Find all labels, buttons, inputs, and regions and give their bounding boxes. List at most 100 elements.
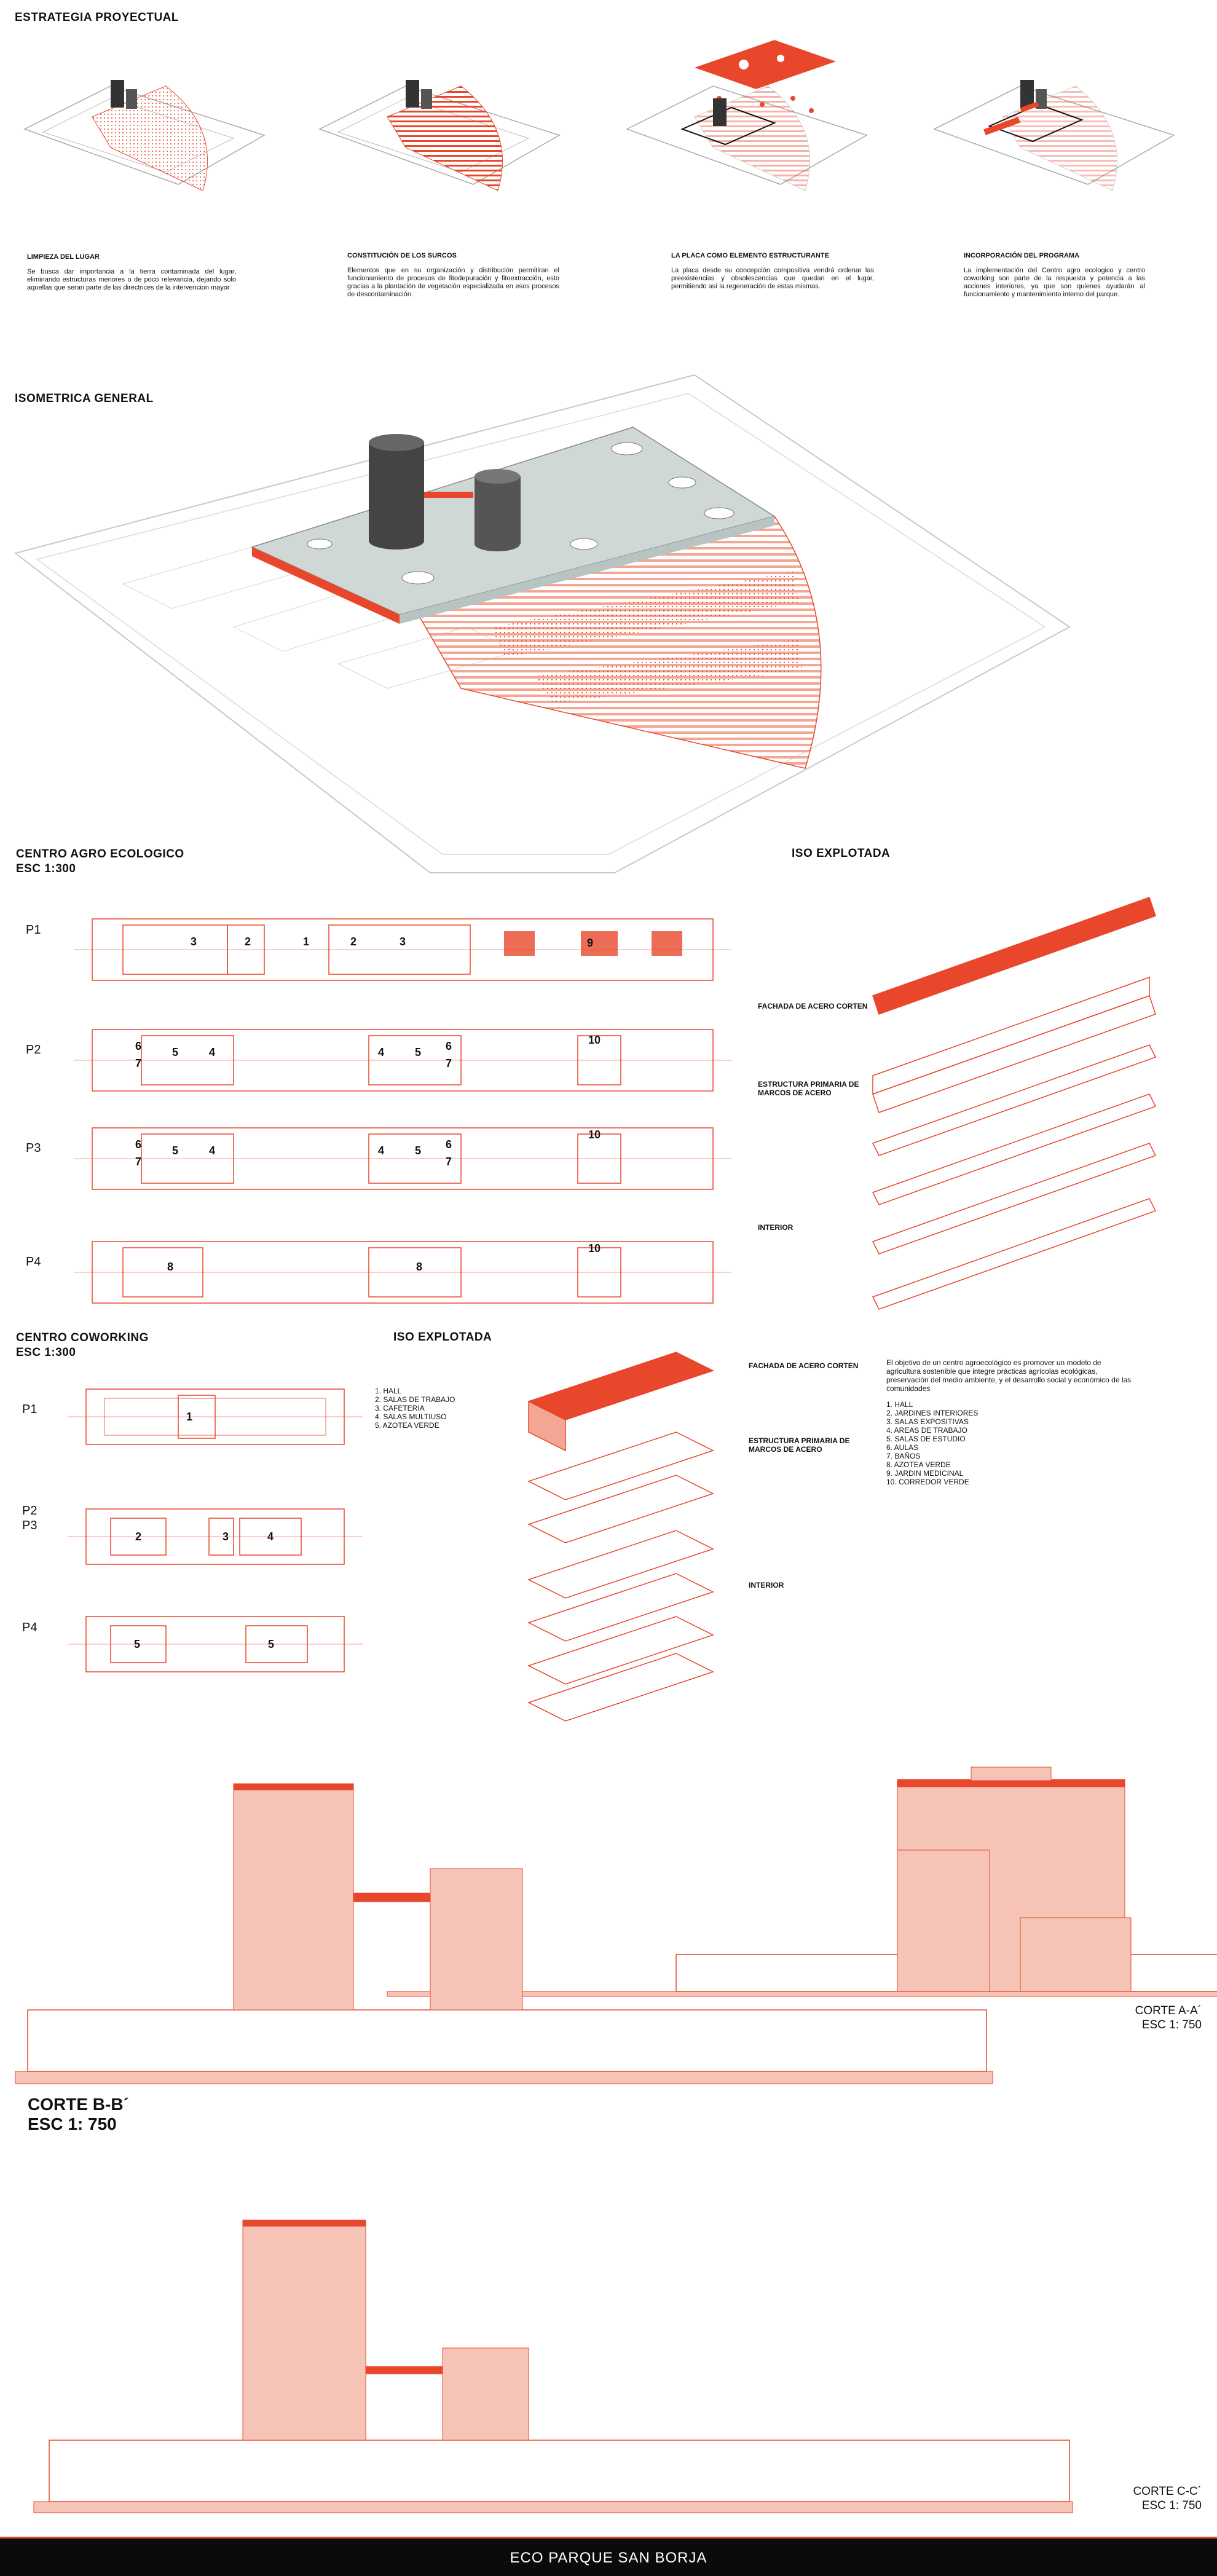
agro-p3-room: 6 — [446, 1138, 452, 1151]
cowork-plans: 1 2 3 4 5 5 — [68, 1388, 363, 1672]
agro-p3-room: 5 — [172, 1144, 178, 1157]
cowork-p4-room: 5 — [268, 1638, 274, 1650]
strategy-text-1: Se busca dar importancia a la tierra con… — [27, 268, 236, 291]
agro-p2-room: 4 — [378, 1046, 384, 1058]
section-cc-scale: ESC 1: 750 — [1141, 2499, 1202, 2512]
program-paragraph: El objetivo de un centro agroecológico e… — [886, 1358, 1132, 1393]
program-block: El objetivo de un centro agroecológico e… — [886, 1358, 1132, 1486]
agro-p4-room: 8 — [167, 1261, 173, 1273]
strategy-heading-4: INCORPORACIÓN DEL PROGRAMA — [964, 252, 1080, 259]
cowork-floor-p3: P3 — [22, 1519, 37, 1532]
agro-p1-room: 9 — [587, 937, 593, 949]
cowork-iso-title: ISO EXPLOTADA — [393, 1331, 492, 1344]
strategy-diagram-3 — [626, 40, 868, 191]
agro-floor-p2: P2 — [26, 1043, 41, 1057]
strategy-heading-1: LIMPIEZA DEL LUGAR — [27, 253, 100, 261]
agro-p3-room: 4 — [209, 1144, 215, 1157]
cowork-caption-facade: FACHADA DE ACERO CORTEN — [749, 1361, 859, 1370]
cowork-floor-p23: P2 P3 — [22, 1503, 37, 1533]
cowork-legend-item: 4. SALAS MULTIUSO — [375, 1412, 447, 1421]
section-aa-title: CORTE A-A´ — [1135, 2004, 1202, 2017]
agro-title-line1: CENTRO AGRO ECOLOGICO — [16, 848, 184, 861]
agro-floor-p1: P1 — [26, 923, 41, 937]
cowork-legend-item: 3. CAFETERIA — [375, 1404, 425, 1412]
sections-drawings — [15, 1767, 1217, 2513]
strategy-title: ESTRATEGIA PROYECTUAL — [15, 11, 179, 24]
footer-title: ECO PARQUE SAN BORJA — [510, 2550, 707, 2566]
agro-p1-room: 2 — [350, 935, 356, 948]
section-bb-title: CORTE B-B´ — [28, 2095, 129, 2114]
agro-p2-room: 6 — [135, 1040, 141, 1052]
section-cc-title: CORTE C-C´ — [1133, 2485, 1202, 2498]
footer — [0, 2539, 1217, 2576]
section-aa-scale: ESC 1: 750 — [1141, 2019, 1202, 2031]
section-bb-scale: ESC 1: 750 — [28, 2114, 117, 2133]
agro-p3-room: 5 — [415, 1144, 421, 1157]
program-item: 1. HALL — [886, 1400, 913, 1409]
cowork-legend-item: 1. HALL — [375, 1387, 402, 1395]
strategy-panel-4: INCORPORACIÓN DEL PROGRAMA La implementa… — [964, 252, 1145, 299]
agro-iso-title: ISO EXPLOTADA — [792, 847, 891, 860]
agro-p2-room: 7 — [135, 1057, 141, 1069]
program-item: 4. AREAS DE TRABAJO — [886, 1426, 967, 1435]
agro-title-line2: ESC 1:300 — [16, 862, 76, 875]
cowork-p1-room: 1 — [186, 1411, 192, 1423]
strategy-diagram-4 — [933, 80, 1175, 191]
agro-p1-room: 3 — [191, 935, 197, 948]
agro-floor-p3: P3 — [26, 1141, 41, 1155]
agro-p3-room: 7 — [135, 1156, 141, 1168]
cowork-title-line2: ESC 1:300 — [16, 1346, 76, 1359]
agro-p2-room: 5 — [415, 1046, 421, 1058]
cowork-caption-structure-line1: ESTRUCTURA PRIMARIA DE — [749, 1436, 850, 1445]
program-list: 1. HALL 2. JARDINES INTERIORES 3. SALAS … — [886, 1400, 1132, 1486]
agro-p3-room: 10 — [588, 1128, 601, 1141]
strategy-panel-3: LA PLACA COMO ELEMENTO ESTRUCTURANTE La … — [671, 252, 874, 291]
agro-caption-facade: FACHADA DE ACERO CORTEN — [758, 1002, 868, 1010]
agro-p4-room: 8 — [416, 1261, 422, 1273]
agro-p2-room: 10 — [588, 1034, 601, 1046]
section-cc-label: CORTE C-C´ ESC 1: 750 — [1131, 2484, 1202, 2513]
agro-caption-structure-line1: ESTRUCTURA PRIMARIA DE — [758, 1080, 859, 1089]
strategy-text-4: La implementación del Centro agro ecolog… — [964, 267, 1145, 298]
agro-p4-room: 10 — [588, 1242, 601, 1255]
cowork-p23-room: 3 — [223, 1530, 229, 1543]
agro-p2-room: 5 — [172, 1046, 178, 1058]
cowork-p23-room: 2 — [135, 1530, 141, 1543]
program-item: 2. JARDINES INTERIORES — [886, 1409, 979, 1417]
cowork-caption-interior: INTERIOR — [749, 1581, 784, 1589]
strategy-panel-1: LIMPIEZA DEL LUGAR Se busca dar importan… — [27, 253, 236, 292]
agro-p2-room: 7 — [446, 1057, 452, 1069]
agro-plans: 3 2 1 2 3 9 6 5 7 4 4 5 6 7 10 6 5 7 4 4… — [74, 918, 731, 1304]
cowork-title: CENTRO COWORKING ESC 1:300 — [16, 1331, 149, 1360]
section-bb-ground — [15, 2071, 993, 2084]
cowork-floor-p2: P2 — [22, 1504, 37, 1518]
agro-caption-structure-line2: MARCOS DE ACERO — [758, 1089, 832, 1097]
isometric-drawing — [14, 374, 1071, 873]
program-item: 7. BAÑOS — [886, 1452, 921, 1460]
footer-accent-bar — [0, 2537, 1217, 2539]
strategy-diagram-2 — [318, 80, 561, 191]
agro-p3-room: 7 — [446, 1156, 452, 1168]
cowork-exploded-iso — [527, 1352, 714, 1722]
agro-p3-room: 4 — [378, 1144, 384, 1157]
program-item: 3. SALAS EXPOSITIVAS — [886, 1417, 969, 1426]
section-aa-label: CORTE A-A´ ESC 1: 750 — [1131, 2004, 1202, 2032]
strategy-heading-2: CONSTITUCIÓN DE LOS SURCOS — [347, 252, 457, 259]
agro-title: CENTRO AGRO ECOLOGICO ESC 1:300 — [16, 847, 184, 876]
agro-p1-room: 2 — [245, 935, 251, 948]
cowork-caption-structure-line2: MARCOS DE ACERO — [749, 1445, 822, 1454]
isometric-title: ISOMETRICA GENERAL — [15, 392, 154, 405]
section-bb-label: CORTE B-B´ ESC 1: 750 — [28, 2095, 129, 2134]
cowork-caption-structure: ESTRUCTURA PRIMARIA DE MARCOS DE ACERO — [749, 1436, 849, 1454]
cowork-legend: 1. HALL 2. SALAS DE TRABAJO 3. CAFETERIA… — [375, 1387, 455, 1430]
program-item: 5. SALAS DE ESTUDIO — [886, 1435, 966, 1443]
cowork-legend-item: 2. SALAS DE TRABAJO — [375, 1395, 455, 1404]
agro-p2-room: 6 — [446, 1040, 452, 1052]
strategy-text-3: La placa desde su concepción compositiva… — [671, 267, 874, 290]
strategy-diagrams — [23, 40, 1175, 191]
strategy-diagram-1 — [23, 80, 266, 191]
cowork-p23-room: 4 — [267, 1530, 274, 1543]
program-item: 8. AZOTEA VERDE — [886, 1460, 951, 1469]
program-item: 6. AULAS — [886, 1443, 919, 1452]
agro-caption-interior: INTERIOR — [758, 1223, 794, 1232]
